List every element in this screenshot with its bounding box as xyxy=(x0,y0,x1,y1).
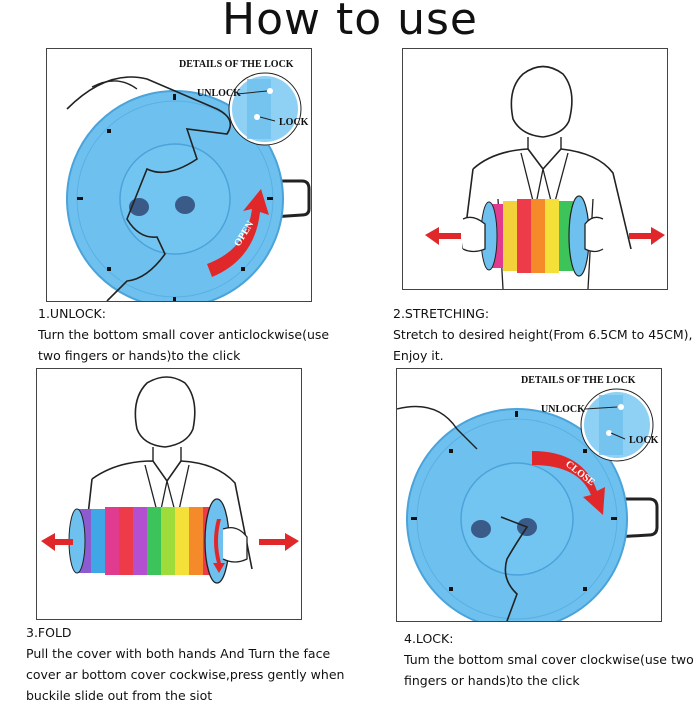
step-4-lock-label: LOCK xyxy=(629,435,659,446)
step-2-text: Stretch to desired height(From 6.5CM to … xyxy=(393,327,693,363)
step-1-heading: 1.UNLOCK: xyxy=(38,306,106,321)
step-4-caption: 4.LOCK: Tum the bottom smal cover clockw… xyxy=(404,628,700,691)
step-1-unlock-label: UNLOCK xyxy=(197,88,241,99)
step-1-text: Turn the bottom small cover anticlockwis… xyxy=(38,327,330,363)
step-1-detail-title: DETAILS OF THE LOCK xyxy=(179,59,294,70)
step-2-heading: 2.STRETCHING: xyxy=(393,306,490,321)
step-2-image xyxy=(402,48,668,290)
step-3-text: Pull the cover with both hands And Turn … xyxy=(26,646,345,703)
step-1-image: OPEN DETAILS OF THE LOCK UNLOCK LOCK xyxy=(46,48,312,302)
step-3-caption: 3.FOLD Pull the cover with both hands An… xyxy=(26,622,346,706)
step-4-text: Tum the bottom smal cover clockwise(use … xyxy=(404,652,694,688)
step-1-lock-label: LOCK xyxy=(279,117,309,128)
step-3-heading: 3.FOLD xyxy=(26,625,72,640)
step-4-detail-title: DETAILS OF THE LOCK xyxy=(521,375,636,386)
page-title: How to use xyxy=(221,0,479,45)
step-1-caption: 1.UNLOCK: Turn the bottom small cover an… xyxy=(38,303,338,366)
step-4-image: CLOSE DETAILS OF THE LOCK UNLOCK LOCK xyxy=(396,368,662,622)
step-2-caption: 2.STRETCHING: Stretch to desired height(… xyxy=(393,303,693,366)
step-4-unlock-label: UNLOCK xyxy=(541,404,585,415)
step-4-heading: 4.LOCK: xyxy=(404,631,454,646)
step-3-image xyxy=(36,368,302,620)
